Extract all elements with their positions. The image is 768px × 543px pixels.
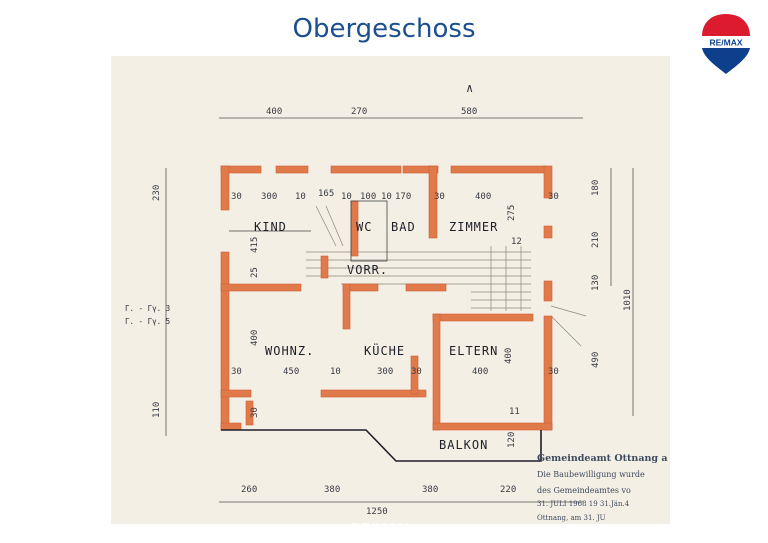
room-zimmer: ZIMMER: [449, 220, 498, 234]
stamp-line-1: Gemeindeamt Ottnang a: [537, 453, 668, 464]
dim-450: 450: [283, 367, 299, 377]
dim-top-400: 400: [266, 107, 282, 117]
dimension-lines: [165, 117, 634, 503]
stamp-line-5: Ottnang, am 31. JU: [537, 514, 606, 522]
dim-top-580: 580: [461, 107, 477, 117]
dim-170: 170: [395, 192, 411, 202]
walls: [220, 165, 553, 431]
dim-right-180: 180: [591, 180, 601, 196]
logo-text: RE/MAX: [709, 38, 742, 48]
balloon-band: [702, 36, 750, 48]
dim-left-25: 25: [250, 267, 260, 278]
dim-mid-30e: 30: [411, 367, 422, 377]
dim-right-275: 275: [507, 205, 517, 221]
dim-inner-400: 400: [504, 348, 514, 364]
legend-note-1: Γ. - Γγ. 3: [125, 304, 170, 313]
north-mark: ∧: [466, 81, 473, 95]
dim-bot-220: 220: [500, 485, 516, 495]
legend-note-2: Γ. - Γγ. 5: [125, 317, 170, 326]
room-kind: KIND: [254, 220, 287, 234]
dim-300: 300: [261, 192, 277, 202]
room-wc: WC: [356, 220, 372, 234]
dim-mid-300: 300: [377, 367, 393, 377]
dim-10b: 10: [341, 192, 352, 202]
dim-30c: 30: [548, 192, 559, 202]
balcony-outline: [221, 429, 542, 462]
dim-inner-120: 120: [507, 432, 517, 448]
room-wohnz: WOHNZ.: [265, 344, 314, 358]
room-vorr: VORR.: [347, 263, 388, 277]
dim-400: 400: [475, 192, 491, 202]
dim-right-490: 490: [591, 352, 601, 368]
dim-mid-30d: 30: [231, 367, 242, 377]
floor-plan: ∧ KIND WC BAD ZIMMER VORR. WOHNZ. KÜCHE …: [111, 56, 670, 524]
room-eltern: ELTERN: [449, 344, 498, 358]
remax-watermark: RE/MAX: [350, 520, 409, 537]
dim-left-400: 400: [250, 330, 260, 346]
dim-bot-380b: 380: [422, 485, 438, 495]
page-title: Obergeschoss: [292, 14, 476, 44]
room-balkon: BALKON: [439, 438, 488, 452]
dim-right-1010: 1010: [623, 289, 633, 311]
dim-30b: 30: [231, 192, 242, 202]
inner-lines: [229, 200, 388, 262]
dim-mid-400: 400: [472, 367, 488, 377]
dim-left-30: 30: [250, 407, 260, 418]
room-kueche: KÜCHE: [364, 342, 405, 358]
dim-mid-10: 10: [330, 367, 341, 377]
dim-right-130: 130: [591, 275, 601, 291]
remax-logo: RE/MAX: [700, 12, 752, 78]
balloon-bottom: [702, 48, 750, 74]
dim-mid-30f: 30: [548, 367, 559, 377]
dim-bot-260: 260: [241, 485, 257, 495]
dim-165: 165: [318, 189, 334, 199]
dim-left-415: 415: [250, 237, 260, 253]
balloon-top: [702, 14, 750, 36]
dim-top-270: 270: [351, 107, 367, 117]
dim-10a: 10: [295, 192, 306, 202]
dim-right-12: 12: [511, 237, 522, 247]
dim-total-1250: 1250: [366, 507, 388, 517]
dim-30a: 30: [434, 192, 445, 202]
dim-right-210: 210: [591, 232, 601, 248]
stamp-line-4: 31. JULI 1968 19 31.Jän.4: [537, 500, 630, 508]
dim-10c: 10: [381, 192, 392, 202]
dim-left-230: 230: [152, 185, 162, 201]
dim-bot-380a: 380: [324, 485, 340, 495]
dim-left-110: 110: [152, 402, 162, 418]
dim-inner-11: 11: [509, 407, 520, 417]
dim-100: 100: [360, 192, 376, 202]
room-bad: BAD: [391, 220, 416, 234]
stamp-line-2: Die Baubewilligung wurde: [537, 470, 645, 479]
stamp-line-3: des Gemeindeamtes vo: [537, 486, 631, 495]
